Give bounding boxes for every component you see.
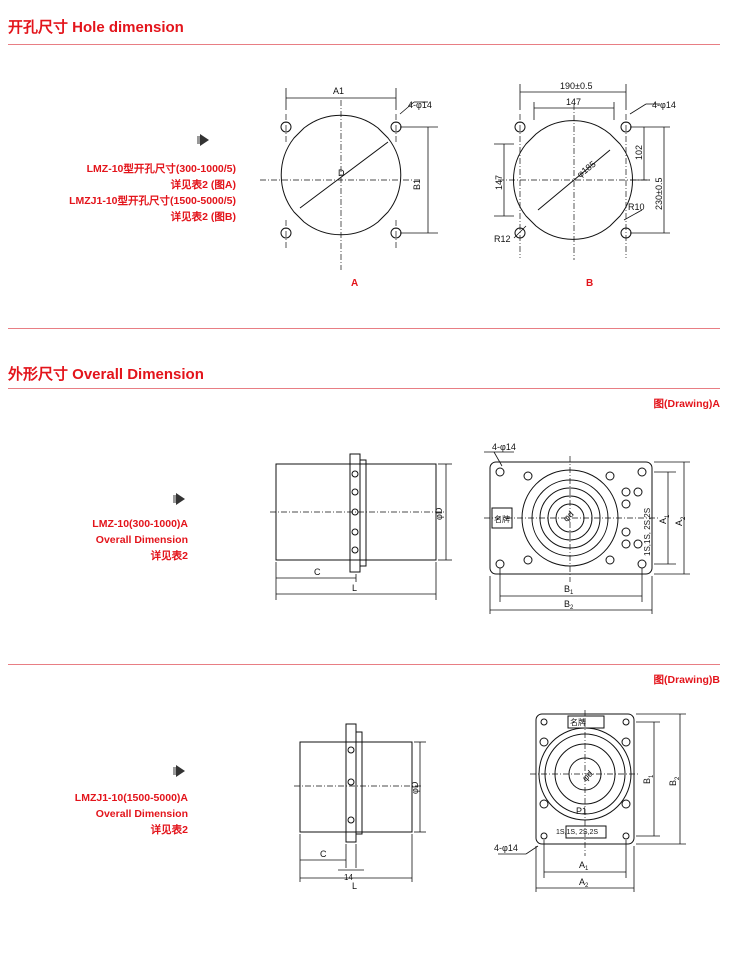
note-line: 详见表2 — [150, 550, 188, 562]
dim-b2: B — [564, 599, 570, 609]
note-line: LMZJ1-10型开孔尺寸(1500-5000/5) — [69, 195, 236, 207]
dim-height: 230±0.5 — [654, 178, 664, 210]
dim-a2: A — [674, 520, 684, 526]
drawing-a-front-view: 4-φ14 名牌 φd 1S,1S, 2S,2S A 1 A 2 B 1 B 2 — [484, 442, 690, 614]
pointer-arrow-icon — [173, 493, 185, 505]
drawing-b-tag: 图(Drawing)B — [653, 674, 721, 686]
hole-notes: LMZ-10型开孔尺寸(300-1000/5) 详见表2 (图A) LMZJ1-… — [69, 161, 236, 225]
overall-dimension-title: 外形尺寸 Overall Dimension — [8, 366, 204, 383]
p1-label: P1 — [576, 806, 587, 816]
dim-a1: A — [658, 518, 668, 524]
note-line: LMZ-10(300-1000)A — [92, 518, 188, 530]
note-line: 详见表2 (图B) — [170, 211, 236, 223]
hole-callout: 4-φ14 — [408, 100, 432, 110]
hole-dimension-title: 开孔尺寸 Hole dimension — [8, 19, 184, 36]
section-divider — [8, 44, 720, 45]
figure-label-b: B — [586, 278, 593, 289]
dim-b1: B1 — [412, 179, 422, 190]
drawing-a-side-view: C L φD — [270, 453, 452, 600]
section-divider — [8, 664, 720, 665]
dim-phi-d: φd — [561, 509, 576, 524]
note-line: LMZJ1-10(1500-5000)A — [74, 792, 188, 804]
dim-l: L — [352, 881, 357, 891]
drawing-a-tag: 图(Drawing)A — [653, 398, 721, 410]
dim-b2-sub: 2 — [675, 776, 681, 780]
drawing-b-side-view: C 14 L φD — [294, 723, 426, 891]
note-line: Overall Dimension — [95, 534, 188, 546]
section-divider — [8, 328, 720, 329]
hole-figure-a: A1 4-φ14 D B1 A — [260, 86, 438, 289]
dim-b2-sub: 2 — [570, 605, 574, 611]
dim-a1: A1 — [333, 86, 344, 96]
section-divider — [8, 388, 720, 389]
radius-r12: R12 — [494, 234, 511, 244]
dim-a1: A — [579, 860, 585, 870]
nameplate-label: 名牌 — [570, 717, 586, 727]
note-line: LMZ-10型开孔尺寸(300-1000/5) — [86, 163, 236, 175]
radius-r10: R10 — [628, 202, 645, 212]
dim-phi-d: φD — [410, 781, 420, 794]
dim-c: C — [314, 567, 321, 577]
dim-a1-sub: 1 — [585, 866, 589, 872]
note-line: 详见表2 (图A) — [170, 179, 236, 191]
pointer-arrow-icon — [173, 765, 185, 777]
dim-a2-sub: 2 — [681, 516, 687, 520]
dim-l: L — [352, 583, 357, 593]
nameplate-label: 名牌 — [494, 514, 510, 524]
dim-phi: φ185 — [575, 159, 598, 180]
dim-102: 102 — [634, 145, 644, 160]
note-line: 详见表2 — [150, 824, 188, 836]
hole-figure-b: 190±0.5 147 4-φ14 102 147 φ185 230±0.5 R… — [494, 81, 676, 289]
dim-phi-d: φd — [580, 768, 595, 783]
dim-a1-sub: 1 — [665, 514, 671, 518]
pointer-arrow-icon — [197, 134, 209, 146]
dim-c: C — [320, 849, 327, 859]
dim-b1-sub: 1 — [649, 774, 655, 778]
dim-phi-d: φD — [434, 507, 444, 520]
hole-callout: 4-φ14 — [652, 100, 676, 110]
drawing-a-notes: LMZ-10(300-1000)A Overall Dimension 详见表2 — [92, 516, 188, 564]
dim-147-left: 147 — [494, 175, 504, 190]
dim-147-top: 147 — [566, 97, 581, 107]
dim-d: D — [338, 168, 345, 178]
hole-callout: 4-φ14 — [492, 442, 516, 452]
dim-14: 14 — [344, 873, 353, 882]
terminal-labels: 1S,1S, 2S,2S — [643, 508, 652, 556]
dim-b2: B — [668, 780, 678, 786]
drawing-b-front-view: 名牌 φd P1 1S,1S, 2S,2S 4-φ14 B 1 B 2 A 1 … — [494, 710, 686, 892]
dim-a2-sub: 2 — [585, 883, 589, 889]
dim-b1: B — [564, 584, 570, 594]
dim-b1: B — [642, 778, 652, 784]
hole-callout: 4-φ14 — [494, 843, 518, 853]
drawing-b-notes: LMZJ1-10(1500-5000)A Overall Dimension 详… — [75, 790, 188, 838]
dim-b1-sub: 1 — [570, 590, 574, 596]
dim-width: 190±0.5 — [560, 81, 592, 91]
dim-a2: A — [579, 877, 585, 887]
note-line: Overall Dimension — [95, 808, 188, 820]
figure-label-a: A — [351, 278, 358, 289]
terminal-labels: 1S,1S, 2S,2S — [556, 829, 598, 836]
